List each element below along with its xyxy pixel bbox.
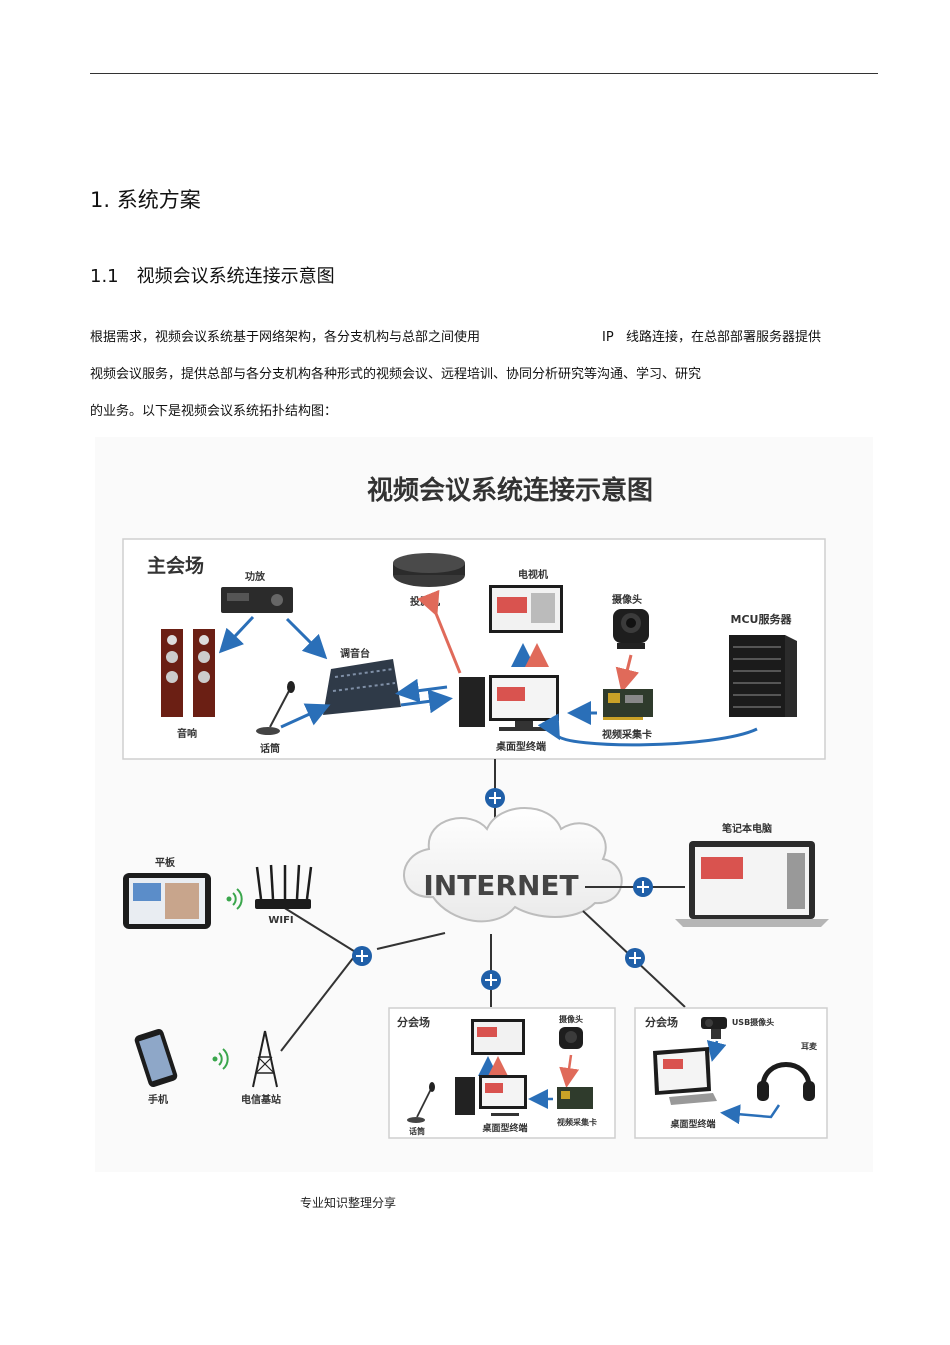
projector-label: 投影机: [410, 595, 440, 608]
header-rule: [90, 73, 878, 74]
usb-camera-icon: [701, 1017, 727, 1039]
tablet-label: 平板: [155, 856, 176, 869]
camera-label: 摄像头: [612, 593, 642, 606]
section-heading: 1. 系统方案: [90, 188, 201, 212]
microphone-icon: [407, 1082, 435, 1123]
branch-venue-label: 分会场: [645, 1015, 678, 1029]
intro-line-1-ip: IP: [602, 330, 614, 345]
intro-line-1: 根据需求，视频会议系统基于网络架构，各分支机构与总部之间使用 IP 线路连接，在…: [90, 330, 821, 346]
microphone-icon: [256, 681, 295, 735]
wifi-signal-icon: [226, 888, 243, 910]
main-venue-label: 主会场: [147, 554, 204, 577]
mcu-server-icon: [729, 635, 797, 717]
intro-line-1-a: 根据需求，视频会议系统基于网络架构，各分支机构与总部之间使用: [90, 330, 481, 345]
intro-line-3: 的业务。以下是视频会议系统拓扑结构图：: [90, 404, 338, 419]
router-node-icon: [481, 970, 501, 990]
usb-camera-label: USB摄像头: [732, 1017, 774, 1027]
topology-diagram: 视频会议系统连接示意图 主会场 功放 音响 话筒 调音台 投影机: [95, 437, 873, 1172]
diagram-title: 视频会议系统连接示意图: [367, 475, 653, 506]
phone-icon: [134, 1028, 178, 1088]
wifi-label: WIFI: [268, 915, 293, 926]
wifi-signal-icon: [212, 1048, 229, 1070]
branch-desktop-label: 桌面型终端: [482, 1122, 527, 1134]
branch-venue-label: 分会场: [397, 1015, 430, 1029]
desktop-terminal-icon: [455, 1075, 527, 1116]
router-node-icon: [625, 948, 645, 968]
branch-capture-card-label: 视频采集卡: [557, 1117, 597, 1127]
intro-line-1-c: 线路连接，在总部部署服务器提供: [626, 330, 822, 345]
laptop-icon: [675, 841, 829, 927]
subsection-number: 1.1: [90, 266, 119, 287]
desktop-terminal-icon: [459, 675, 559, 731]
base-station-label: 电信基站: [241, 1093, 281, 1106]
router-node-icon: [633, 877, 653, 897]
internet-cloud-icon: [403, 807, 623, 923]
tv-label: 电视机: [518, 568, 548, 581]
capture-card-icon: [557, 1087, 593, 1109]
capture-card-label: 视频采集卡: [602, 728, 652, 741]
subsection-heading: 1.1 视频会议系统连接示意图: [90, 262, 335, 288]
headset-icon: [757, 1062, 815, 1101]
projector-icon: [393, 553, 465, 587]
capture-card-icon: [603, 689, 653, 720]
tv-icon: [471, 1019, 525, 1055]
base-station-icon: [252, 1030, 278, 1088]
branch-microphone-label: 话筒: [409, 1126, 425, 1136]
desktop-terminal-label: 桌面型终端: [495, 740, 546, 753]
subsection-title: 视频会议系统连接示意图: [136, 266, 335, 287]
branch-camera-label: 摄像头: [559, 1014, 583, 1024]
camera-icon: [613, 609, 649, 649]
amplifier-icon: [221, 587, 293, 613]
phone-label: 手机: [148, 1093, 168, 1106]
speaker-icon: [161, 629, 215, 717]
mixer-label: 调音台: [340, 647, 370, 660]
desktop-terminal-icon: [653, 1047, 717, 1105]
wifi-router-icon: [255, 864, 313, 909]
speakers-label: 音响: [177, 727, 197, 740]
mcu-server-label: MCU服务器: [731, 612, 793, 626]
internet-label: INTERNET: [423, 869, 578, 902]
amplifier-label: 功放: [245, 570, 266, 583]
camera-icon: [559, 1027, 583, 1049]
headset-label: 耳麦: [801, 1041, 818, 1051]
intro-line-2: 视频会议服务，提供总部与各分支机构各种形式的视频会议、远程培训、协同分析研究等沟…: [90, 367, 702, 382]
tv-icon: [489, 585, 563, 633]
router-node-icon: [352, 946, 372, 966]
tablet-icon: [123, 873, 211, 929]
laptop-label: 笔记本电脑: [722, 822, 772, 835]
branch2-desktop-label: 桌面型终端: [670, 1118, 715, 1130]
microphone-label: 话筒: [260, 742, 280, 755]
footer-text: 专业知识整理分享: [300, 1196, 397, 1210]
router-node-icon: [485, 788, 505, 808]
mixer-icon: [323, 659, 401, 715]
